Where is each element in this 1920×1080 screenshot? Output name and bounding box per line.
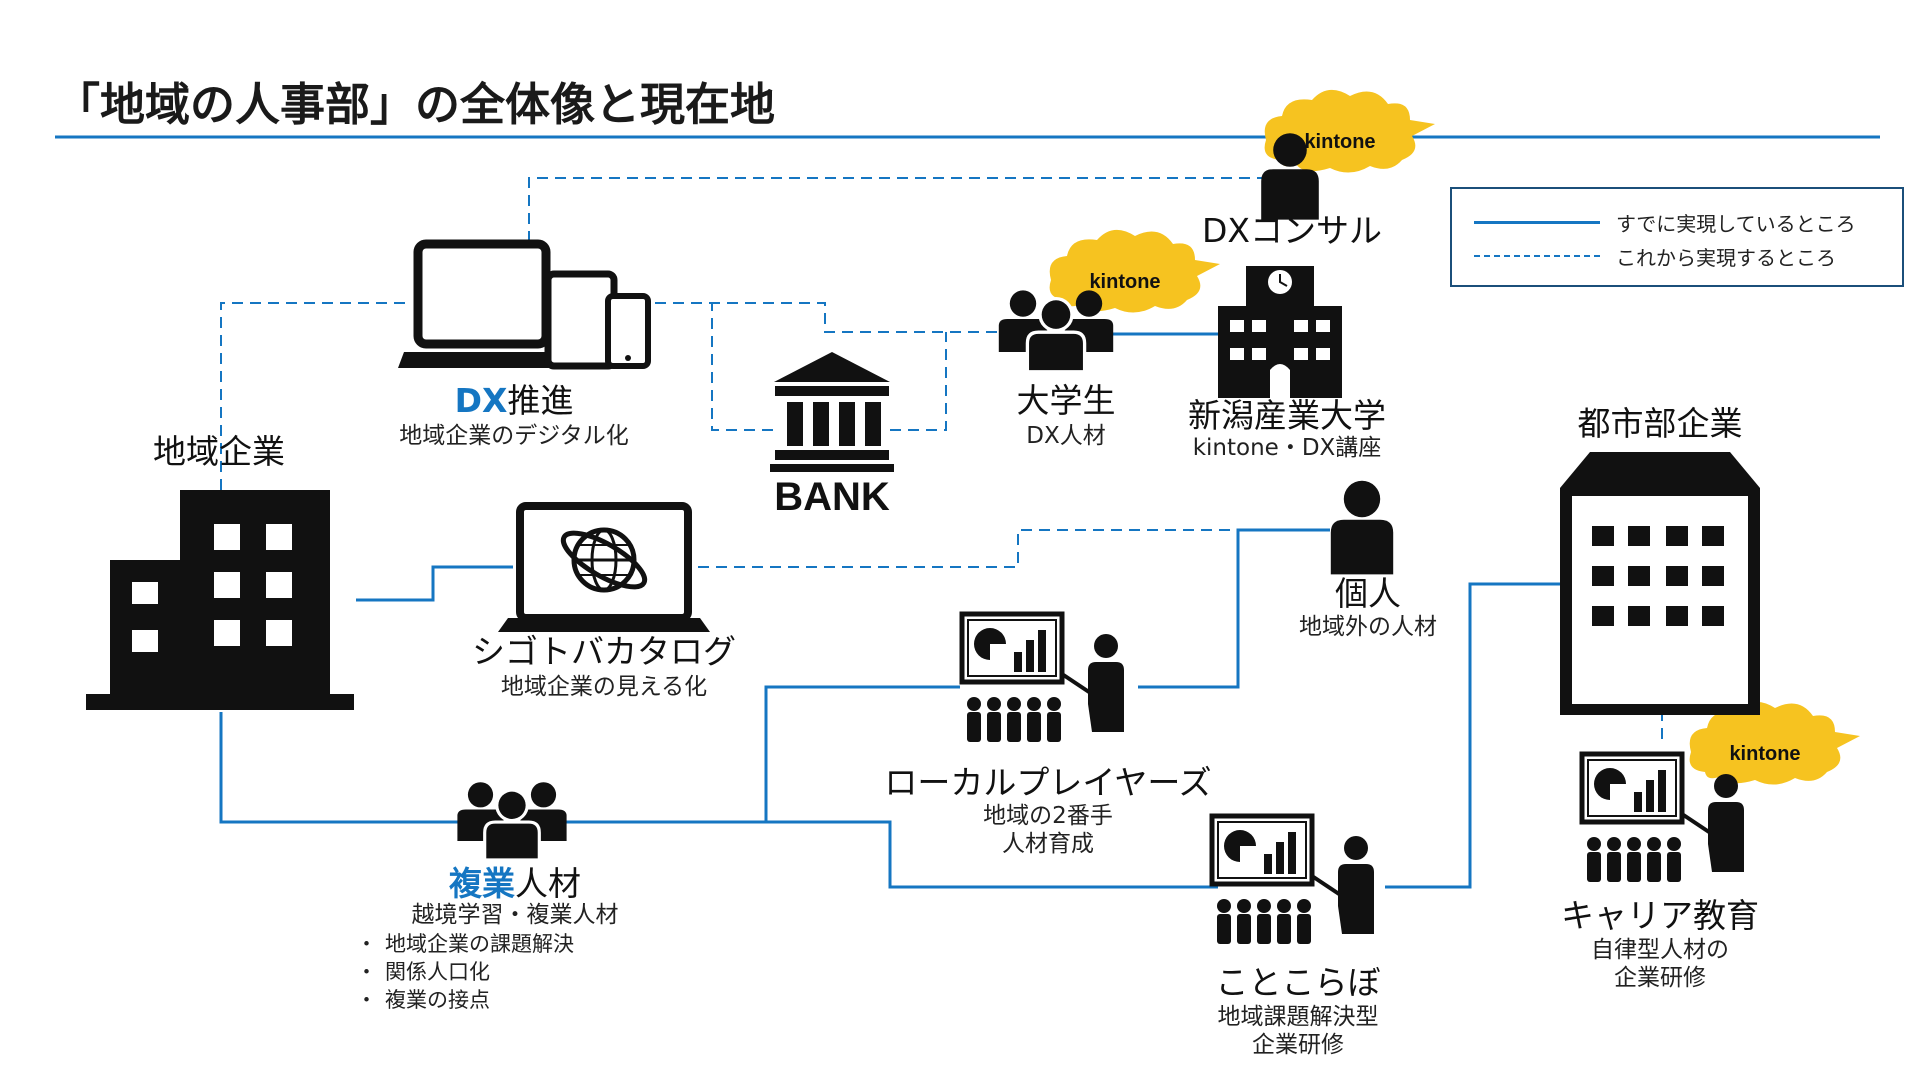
building-icon — [86, 490, 354, 710]
daigakusei-name: 大学生 — [1016, 381, 1116, 420]
career-name: キャリア教育 — [1561, 896, 1759, 935]
kojin-name: 個人 — [1335, 574, 1401, 613]
fukugyo-bullet: 複業の接点 — [356, 986, 574, 1014]
kotokorabo-presenter-icon — [1212, 816, 1374, 944]
dx-suishin-sub: 地域企業のデジタル化 — [399, 423, 629, 449]
dashed-connectors — [220, 177, 1663, 740]
dx-suishin-name-rest: 推進 — [507, 381, 574, 420]
conn-chiiki-shigoto — [356, 565, 513, 602]
fukugyo-bullet: 地域企業の課題解決 — [356, 930, 574, 958]
conn-bank-daigakusei — [890, 332, 947, 431]
conn-junction-local — [764, 685, 960, 822]
dx-suishin-name-blue: DX — [454, 381, 508, 420]
daigakusei-cloud-label: kintone — [1089, 271, 1160, 293]
chiiki-kigyo-name: 地域企業 — [153, 432, 285, 471]
legend-dashed-line — [1474, 255, 1600, 257]
bank-icon — [770, 352, 894, 472]
shigoto-sub: 地域企業の見える化 — [500, 674, 708, 700]
office-building-icon — [1560, 452, 1760, 715]
toshibu-kigyo-name: 都市部企業 — [1577, 404, 1743, 443]
devices-icon — [398, 239, 651, 370]
fukugyo-bullets: 地域企業の課題解決 関係人口化 複業の接点 — [356, 930, 574, 1014]
conn-dx-consul — [528, 177, 1270, 242]
dx-suishin-name: DX推進 — [455, 381, 574, 421]
career-sub2: 企業研修 — [1614, 965, 1706, 991]
niigata-sub: kintone・DX講座 — [1192, 435, 1382, 461]
daigakusei-group-icon — [999, 290, 1113, 371]
legend-solid-label: すでに実現しているところ — [1616, 211, 1856, 236]
laptop-globe-icon — [498, 502, 710, 632]
conn-chiiki-fukugyo — [219, 712, 466, 824]
legend: すでに実現しているところ これから実現するところ — [1450, 187, 1904, 287]
career-cloud-label: kintone — [1729, 743, 1800, 765]
bank-label: BANK — [774, 475, 890, 519]
conn-dx-daigakusei — [655, 302, 1000, 333]
legend-solid-row: すでに実現しているところ — [1474, 207, 1856, 237]
kotokorabo-sub1: 地域課題解決型 — [1217, 1004, 1379, 1030]
local-players-presenter-icon — [962, 614, 1124, 742]
conn-local-kojin — [1138, 528, 1330, 689]
dx-consul-name: DXコンサル — [1201, 211, 1383, 250]
local-players-sub1: 地域の2番手 — [983, 803, 1113, 829]
local-players-sub2: 人材育成 — [1002, 831, 1094, 857]
conn-dx-bank — [655, 302, 775, 431]
fukugyo-sub: 越境学習・複業人材 — [411, 902, 619, 928]
university-icon — [1218, 266, 1342, 398]
fukugyo-name-blue: 複業 — [449, 864, 515, 903]
kotokorabo-name: ことこらぼ — [1215, 963, 1381, 1002]
legend-dashed-row: これから実現するところ — [1474, 241, 1836, 271]
conn-chiiki-dx — [220, 302, 410, 490]
fukugyo-group-icon — [457, 782, 566, 860]
fukugyo-name-rest: 人材 — [515, 864, 581, 903]
conn-shigoto-kojin — [698, 529, 1330, 568]
kotokorabo-sub2: 企業研修 — [1252, 1032, 1344, 1058]
career-sub1: 自律型人材の — [1591, 937, 1729, 963]
niigata-name: 新潟産業大学 — [1188, 396, 1386, 435]
shigoto-name: シゴトバカタログ — [472, 632, 736, 671]
conn-junction-kotokorabo — [766, 820, 1218, 889]
kojin-person-icon — [1330, 480, 1394, 575]
page-title: 「地域の人事部」の全体像と現在地 — [55, 78, 776, 131]
kojin-sub: 地域外の人材 — [1299, 614, 1437, 640]
dx-consul-cloud-label: kintone — [1304, 131, 1375, 153]
local-players-name: ローカルプレイヤーズ — [884, 763, 1212, 802]
fukugyo-bullet: 関係人口化 — [356, 958, 574, 986]
legend-solid-line — [1474, 220, 1600, 224]
daigakusei-sub: DX人材 — [1026, 423, 1106, 449]
fukugyo-name: 複業人材 — [449, 864, 581, 904]
legend-dashed-label: これから実現するところ — [1616, 245, 1836, 270]
conn-kotokorabo-toshibu — [1385, 582, 1560, 889]
